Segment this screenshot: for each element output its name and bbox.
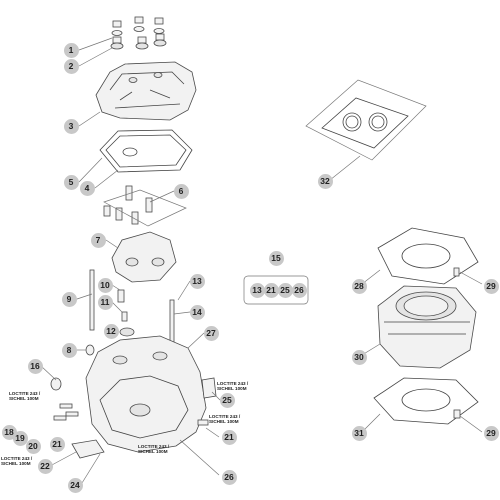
note-line: SICHEL 100M (217, 386, 247, 392)
callout-20: 20 (25, 438, 41, 454)
callout-21-left: 21 (49, 436, 65, 452)
callout-32: 32 (317, 173, 333, 189)
kit-callout-25: 25 (277, 282, 293, 298)
callout-24: 24 (67, 477, 83, 493)
callout-22: 22 (37, 458, 53, 474)
top-gasket (377, 227, 479, 285)
callout-26: 26 (221, 469, 237, 485)
kit-callout-21: 21 (263, 282, 279, 298)
cam-bridge (111, 231, 177, 283)
note-line: SICHEL 100M (1, 461, 31, 467)
cylinder-head (85, 335, 207, 453)
callout-21-right: 21 (221, 429, 237, 445)
callout-9: 9 (61, 291, 77, 307)
spark-plug-sleeve (201, 377, 217, 399)
valve-cover (95, 61, 197, 121)
loctite-note-bottom: LOCTITE 243 / SICHEL 100M (138, 444, 169, 454)
callout-1: 1 (63, 42, 79, 58)
callout-29-bottom: 29 (483, 425, 499, 441)
callout-15: 15 (268, 250, 284, 266)
loctite-note-left: LOCTITE 243 / SICHEL 100M (9, 391, 40, 401)
callout-8: 8 (61, 342, 77, 358)
callout-27: 27 (203, 325, 219, 341)
note-line: LOCTITE 243 / (138, 444, 170, 449)
note-line: LOCTITE 243 / (217, 381, 249, 386)
callout-7: 7 (90, 232, 106, 248)
kit-callout-13: 13 (249, 282, 265, 298)
callout-19: 19 (12, 430, 28, 446)
callout-28: 28 (351, 278, 367, 294)
note-line: LOCTITE 243 / (209, 414, 241, 419)
callout-25: 25 (219, 392, 235, 408)
cover-gasket (99, 129, 193, 173)
loctite-note-right: LOCTITE 243 / SICHEL 100M (209, 414, 240, 424)
kit-callout-26: 26 (291, 282, 307, 298)
note-line: SICHEL 100M (209, 419, 239, 425)
cover-nuts (110, 16, 167, 50)
base-gasket (373, 377, 479, 425)
callout-31: 31 (351, 425, 367, 441)
loctite-note-upper-right: LOCTITE 243 / SICHEL 100M (217, 381, 248, 391)
callout-30: 30 (351, 349, 367, 365)
gasket-set-frame (305, 79, 427, 161)
note-line: LOCTITE 243 / (1, 456, 33, 461)
callout-4: 4 (79, 180, 95, 196)
callout-6: 6 (173, 183, 189, 199)
note-line: SICHEL 100M (9, 396, 39, 402)
cylinder-stud (89, 269, 95, 331)
callout-2: 2 (63, 58, 79, 74)
callout-3: 3 (63, 118, 79, 134)
cam-bolts (103, 185, 153, 225)
leader-lines (40, 37, 483, 484)
callout-29-top: 29 (483, 278, 499, 294)
callout-12: 12 (103, 323, 119, 339)
callout-13: 13 (189, 273, 205, 289)
callout-11: 11 (97, 294, 113, 310)
callout-10: 10 (97, 277, 113, 293)
callout-16: 16 (27, 358, 43, 374)
kit-frame (243, 275, 309, 305)
note-line: LOCTITE 243 / (9, 391, 41, 396)
loctite-note-bottom-left: LOCTITE 243 / SICHEL 100M (1, 456, 32, 466)
note-line: SICHEL 100M (138, 449, 168, 455)
callout-5: 5 (63, 174, 79, 190)
callout-14: 14 (189, 304, 205, 320)
